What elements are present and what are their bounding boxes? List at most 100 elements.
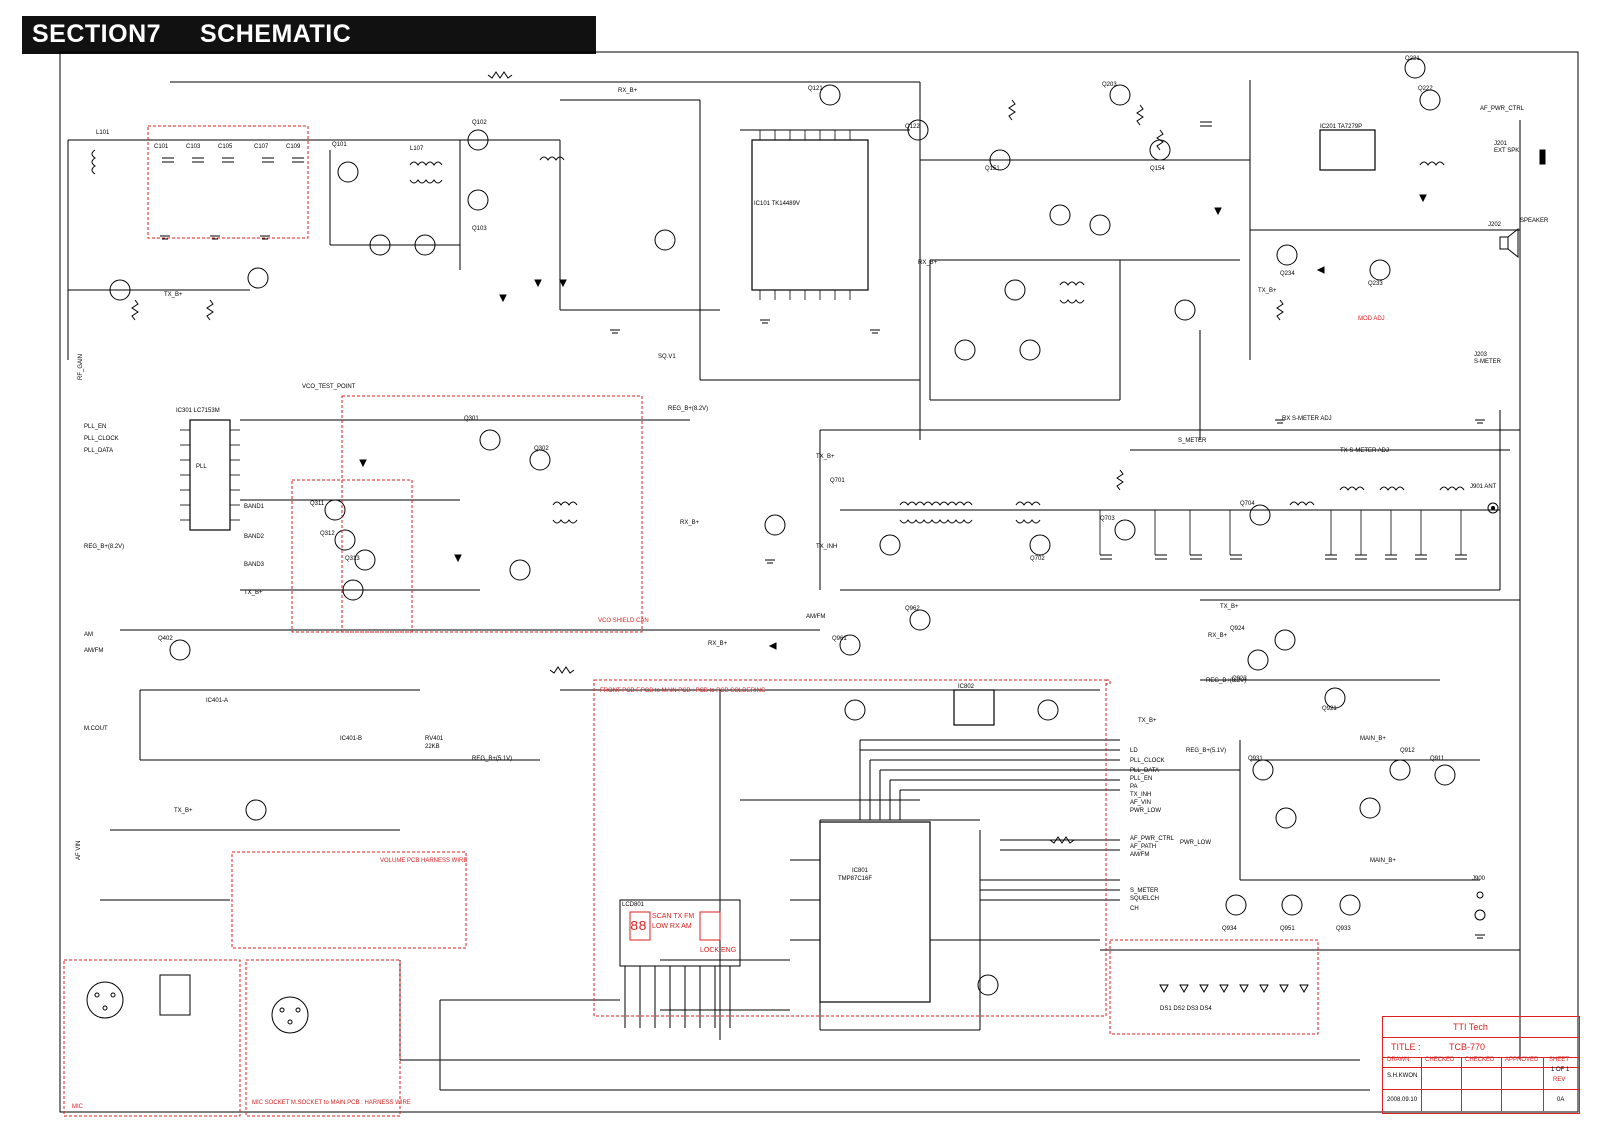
- svg-text:J901 ANT: J901 ANT: [1470, 484, 1497, 490]
- lcd-line1: SCAN TX FM: [652, 913, 694, 920]
- svg-text:Q233: Q233: [1368, 281, 1383, 287]
- svg-text:Q151: Q151: [985, 166, 1000, 172]
- svg-text:AF_VIN: AF_VIN: [1130, 800, 1151, 806]
- col-checked-1: CHECKED: [1425, 1057, 1455, 1063]
- svg-text:22KB: 22KB: [425, 744, 440, 750]
- svg-text:J201: J201: [1494, 141, 1508, 147]
- svg-text:REG_B+(8.2V): REG_B+(8.2V): [1206, 678, 1246, 684]
- lcd-part: LCD801: [622, 902, 645, 908]
- svg-text:PLL_EN: PLL_EN: [1130, 776, 1152, 782]
- svg-text:AM/FM: AM/FM: [84, 648, 103, 654]
- svg-text:AM: AM: [84, 632, 93, 638]
- title-label: TITLE :: [1391, 1042, 1421, 1052]
- svg-text:Q702: Q702: [1030, 556, 1045, 562]
- svg-text:RX_B+: RX_B+: [680, 520, 700, 526]
- svg-text:Q934: Q934: [1222, 926, 1237, 932]
- svg-text:Q912: Q912: [1400, 748, 1415, 754]
- ic801-body: [819, 821, 931, 1003]
- svg-text:IC101 TK14489V: IC101 TK14489V: [754, 201, 800, 207]
- svg-text:PLL_EN: PLL_EN: [84, 424, 106, 430]
- svg-text:RF_GAIN: RF_GAIN: [78, 354, 84, 380]
- section-header: SECTION7 SCHEMATIC: [22, 16, 596, 54]
- svg-text:C105: C105: [218, 144, 233, 150]
- svg-text:TX S-METER ADJ: TX S-METER ADJ: [1340, 448, 1389, 454]
- svg-text:IC801: IC801: [852, 868, 869, 874]
- sheet-number: 1 OF 1: [1551, 1067, 1570, 1073]
- svg-text:L101: L101: [96, 130, 110, 136]
- svg-text:BAND3: BAND3: [244, 562, 265, 568]
- svg-text:LD: LD: [1130, 748, 1138, 754]
- svg-text:Q311: Q311: [310, 501, 325, 507]
- rev-label: REV: [1553, 1077, 1566, 1083]
- title-block: TTI Tech TITLE : TCB-770 DRAWN CHECKED C…: [1382, 1016, 1580, 1114]
- svg-text:Q924: Q924: [1230, 626, 1245, 632]
- svg-text:IC802: IC802: [958, 684, 975, 690]
- svg-text:AF_PWR_CTRL: AF_PWR_CTRL: [1130, 836, 1175, 842]
- lcd-digits: 88: [630, 919, 647, 935]
- revision: 0A: [1557, 1097, 1565, 1103]
- svg-text:PA: PA: [1130, 784, 1138, 790]
- lcd-line3: LOCK ENG: [700, 947, 736, 954]
- svg-text:PLL: PLL: [196, 464, 207, 470]
- svg-text:TMP87C16F: TMP87C16F: [838, 876, 872, 882]
- svg-text:C107: C107: [254, 144, 269, 150]
- svg-text:RX S-METER ADJ: RX S-METER ADJ: [1282, 416, 1332, 422]
- svg-text:S_METER: S_METER: [1130, 888, 1159, 894]
- svg-text:Q222: Q222: [1418, 86, 1433, 92]
- svg-text:J900: J900: [1472, 876, 1486, 882]
- ic802-body: [953, 689, 995, 726]
- svg-text:Q951: Q951: [1280, 926, 1295, 932]
- svg-text:MAIN_B+: MAIN_B+: [1370, 858, 1396, 864]
- svg-text:TX_INH: TX_INH: [816, 544, 837, 550]
- svg-text:TX_B+: TX_B+: [174, 808, 193, 814]
- svg-text:REG_B+(8.2V): REG_B+(8.2V): [668, 406, 708, 412]
- svg-text:PLL_DATA: PLL_DATA: [1130, 768, 1159, 774]
- svg-text:RX_B+: RX_B+: [1208, 633, 1228, 639]
- svg-text:S_METER: S_METER: [1178, 438, 1207, 444]
- svg-text:PWR_LOW: PWR_LOW: [1180, 840, 1211, 846]
- svg-text:Q122: Q122: [905, 124, 920, 130]
- svg-text:Q203: Q203: [1102, 82, 1117, 88]
- svg-text:Q703: Q703: [1100, 516, 1115, 522]
- model-number: TCB-770: [1449, 1042, 1486, 1052]
- svg-text:Q704: Q704: [1240, 501, 1255, 507]
- col-checked-2: CHECKED: [1465, 1057, 1495, 1063]
- svg-text:Q102: Q102: [472, 120, 487, 126]
- svg-text:IC301 LC7153M: IC301 LC7153M: [176, 408, 220, 414]
- front-pcb-label: FRONT PCB F.PCB to MAIN PCB : PCB to PCB…: [600, 688, 766, 694]
- svg-text:IC201 TA7279P: IC201 TA7279P: [1320, 124, 1362, 130]
- svg-text:AF VIN: AF VIN: [76, 841, 82, 860]
- svg-text:Q313: Q313: [345, 556, 360, 562]
- svg-text:Q962: Q962: [905, 606, 920, 612]
- vco-can-label: VCO SHIELD CAN: [598, 618, 649, 624]
- svg-text:Q933: Q933: [1336, 926, 1351, 932]
- svg-text:REG_B+(5.1V): REG_B+(5.1V): [472, 756, 512, 762]
- svg-text:IC401-B: IC401-B: [340, 736, 362, 742]
- svg-text:Q234: Q234: [1280, 271, 1295, 277]
- svg-text:EXT SPK: EXT SPK: [1494, 148, 1519, 154]
- svg-text:TX_B+: TX_B+: [164, 292, 183, 298]
- svg-text:Q101: Q101: [332, 142, 347, 148]
- col-drawn: DRAWN: [1387, 1057, 1410, 1063]
- volume-pcb-label: VOLUME PCB HARNESS WIRE: [380, 858, 467, 864]
- svg-text:Q302: Q302: [534, 446, 549, 452]
- svg-text:Q911: Q911: [1430, 756, 1445, 762]
- drawing-date: 2008.09.10: [1387, 1097, 1418, 1103]
- svg-text:Q121: Q121: [808, 86, 823, 92]
- svg-text:J202: J202: [1488, 222, 1502, 228]
- svg-text:RX_B+: RX_B+: [618, 88, 638, 94]
- svg-text:Q701: Q701: [830, 478, 845, 484]
- ic201-body: [1319, 129, 1376, 171]
- col-sheet: SHEET: [1549, 1057, 1570, 1063]
- svg-text:J203: J203: [1474, 352, 1488, 358]
- svg-text:Q103: Q103: [472, 226, 487, 232]
- section-title: SCHEMATIC: [200, 20, 352, 48]
- svg-text:IC401-A: IC401-A: [206, 698, 228, 704]
- svg-text:Q301: Q301: [464, 416, 479, 422]
- company-name: TTI Tech: [1453, 1022, 1488, 1032]
- svg-text:RX_B+: RX_B+: [708, 641, 728, 647]
- svg-text:Q931: Q931: [1248, 756, 1263, 762]
- svg-text:S-METER: S-METER: [1474, 359, 1502, 365]
- svg-text:Q221: Q221: [1405, 56, 1420, 62]
- svg-text:PWR_LOW: PWR_LOW: [1130, 808, 1161, 814]
